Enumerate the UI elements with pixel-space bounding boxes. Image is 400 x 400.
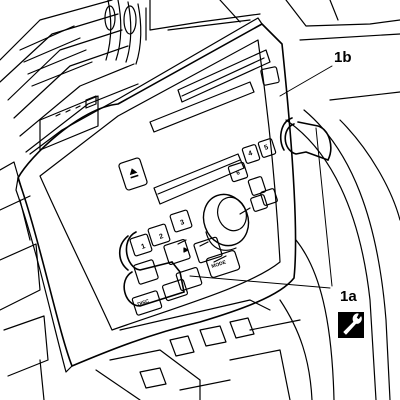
leader-line-1a-lower bbox=[189, 275, 331, 289]
leader-line-1b bbox=[279, 65, 333, 97]
leader-lines bbox=[189, 65, 333, 289]
mode-button-label: MODE bbox=[211, 259, 228, 270]
preset-button-2: 2 bbox=[158, 233, 164, 241]
removal-keys bbox=[118, 117, 332, 307]
removal-key-upper-right bbox=[284, 123, 329, 161]
head-unit bbox=[15, 17, 297, 373]
eject-icon bbox=[129, 168, 139, 179]
callout-label-1a: 1a bbox=[340, 288, 357, 305]
disc-button-label: DISC bbox=[137, 298, 151, 308]
preset-button-5: 5 bbox=[263, 144, 269, 152]
callout-label-1b: 1b bbox=[334, 49, 352, 66]
removal-key-lower-left bbox=[125, 231, 173, 271]
preset-button-3: 3 bbox=[179, 219, 185, 227]
preset-button-4: 4 bbox=[247, 150, 253, 158]
preset-button-1: 1 bbox=[140, 243, 146, 251]
wrench-icon bbox=[338, 312, 364, 338]
leader-line-1a-upper bbox=[315, 127, 333, 287]
preset-button-6: 6 bbox=[236, 170, 242, 177]
